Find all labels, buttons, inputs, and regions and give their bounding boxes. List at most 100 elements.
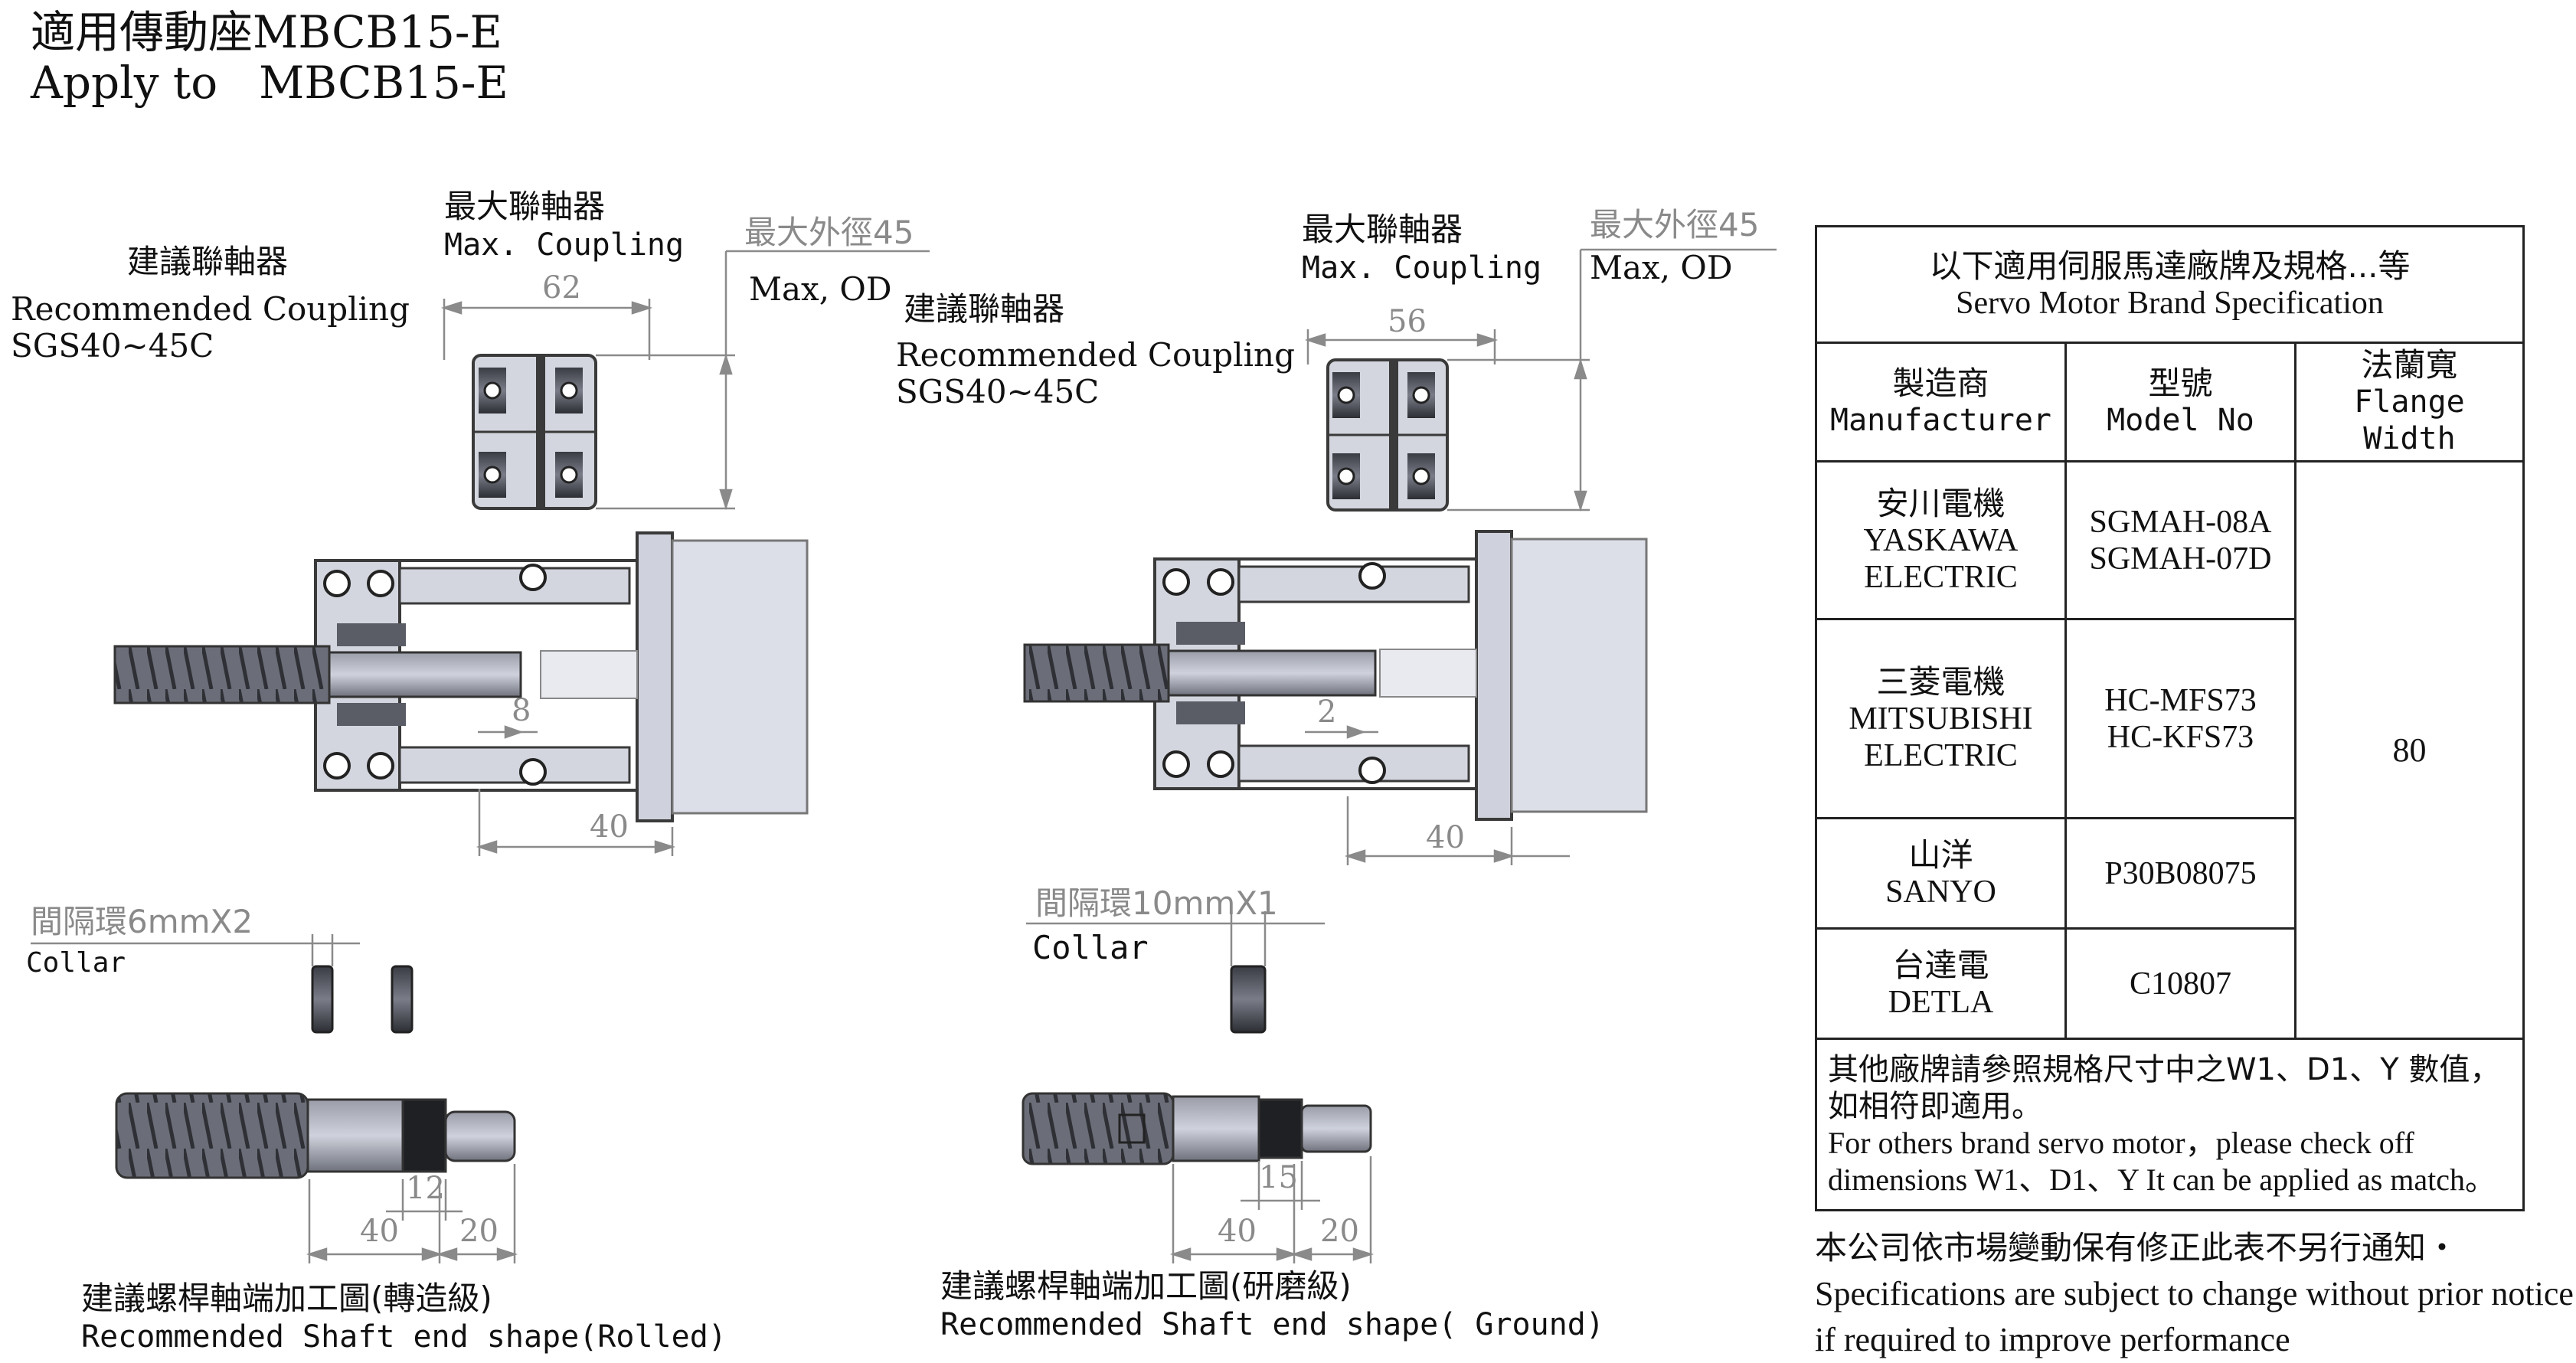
servo-motor-spec-table: 以下適用伺服馬達廠牌及規格...等 Servo Motor Brand Spec… [1814, 225, 2525, 1211]
right-max-od-en: Max, OD [1590, 249, 1733, 286]
maker-en-2: ELECTRIC [1864, 559, 2018, 595]
maker-en: DETLA [1888, 984, 1994, 1020]
maker-cell: 台達電 DETLA [1815, 927, 2067, 1040]
left-motor [540, 531, 809, 822]
left-max-od-zh: 最大外徑45 [744, 214, 914, 251]
right-collar [1026, 911, 1325, 1034]
right-coupling [1326, 358, 1449, 512]
maker-cell: 山洋 SANYO [1815, 817, 2067, 930]
left-coupling [472, 354, 597, 510]
flange-width-cell: 80 [2293, 460, 2525, 1040]
maker-zh: 安川電機 [1876, 484, 2006, 522]
footer-zh: 本公司依市場變動保有修正此表不另行通知・ [1815, 1229, 2459, 1267]
right-dim-thread: 15 [1259, 1160, 1298, 1195]
table-row: 安川電機 YASKAWA ELECTRIC SGMAH-08A SGMAH-07… [1815, 460, 2525, 1040]
right-dim-flange: 40 [1426, 820, 1465, 855]
right-motor [1379, 530, 1648, 821]
right-rec-coupling-model: SGS40~45C [896, 373, 1100, 410]
header-manufacturer-en: Manufacturer [1830, 403, 2051, 438]
right-rec-coupling-zh: 建議聯軸器 [904, 290, 1065, 328]
left-assembly [31, 250, 930, 1263]
maker-en-2: ELECTRIC [1864, 737, 2018, 773]
left-rec-coupling-zh: 建議聯軸器 [127, 243, 289, 280]
header-flange-zh: 法蘭寬 [2361, 346, 2458, 384]
right-dim-coupling-length: 56 [1388, 304, 1427, 339]
right-shaft-end [1022, 1092, 1375, 1263]
left-max-coupling-en: Max. Coupling [444, 227, 685, 263]
right-caption-en: Recommended Shaft end shape( Ground) [940, 1307, 1604, 1342]
spec-note-en: For others brand servo motor，please chec… [1828, 1125, 2496, 1197]
spec-note-zh: 其他廠牌請參照規格尺寸中之W1、D1、Y 數值，如相符即適用。 [1828, 1051, 2501, 1124]
maker-cell: 三菱電機 MITSUBISHI ELECTRIC [1815, 618, 2067, 819]
left-caption-zh: 建議螺桿軸端加工圖(轉造級) [81, 1280, 492, 1317]
left-dim-coupling-length: 62 [542, 270, 581, 306]
model-1: HC-MFS73 [2104, 682, 2257, 718]
maker-cell: 安川電機 YASKAWA ELECTRIC [1815, 460, 2067, 620]
header-model: 型號 Model No [2064, 342, 2296, 463]
left-dim-flange: 40 [590, 809, 629, 845]
model-cell: C10807 [2064, 927, 2296, 1040]
footer-en-2: if required to improve performance [1815, 1321, 2290, 1358]
left-dim-shaft-b: 20 [459, 1214, 499, 1249]
model-1: C10807 [2129, 966, 2231, 1002]
spec-title-en: Servo Motor Brand Specification [1956, 285, 2384, 321]
left-shaft-end [115, 1092, 518, 1263]
header-model-en: Model No [2107, 403, 2254, 438]
right-dim-shaft-a: 40 [1218, 1214, 1257, 1249]
footer-en-1: Specifications are subject to change wit… [1815, 1275, 2574, 1312]
maker-en: SANYO [1885, 874, 1996, 910]
right-rec-coupling-en: Recommended Coupling [896, 336, 1295, 374]
header-manufacturer-zh: 製造商 [1892, 364, 1989, 402]
spec-title-zh: 以下適用伺服馬達廠牌及規格...等 [1929, 247, 2411, 285]
left-max-coupling-zh: 最大聯軸器 [444, 188, 606, 225]
right-assembly [1022, 248, 1777, 1263]
right-ball-screw [1023, 643, 1377, 703]
right-max-coupling-en: Max. Coupling [1302, 250, 1542, 286]
left-caption-en: Recommended Shaft end shape(Rolled) [81, 1319, 727, 1355]
right-dim-shaft-b: 20 [1320, 1214, 1359, 1249]
right-max-coupling-zh: 最大聯軸器 [1302, 211, 1463, 248]
spec-note: 其他廠牌請參照規格尺寸中之W1、D1、Y 數值，如相符即適用。 For othe… [1814, 1038, 2525, 1211]
model-2: HC-KFS73 [2107, 719, 2254, 755]
model-1: P30B08075 [2104, 855, 2257, 891]
maker-zh: 山洋 [1908, 835, 1973, 874]
left-dim-gap: 8 [512, 693, 531, 728]
left-dim-thread: 12 [406, 1171, 445, 1206]
right-caption-zh: 建議螺桿軸端加工圖(研磨級) [940, 1267, 1352, 1305]
maker-en: YASKAWA [1863, 522, 2019, 558]
table-row: 山洋 SANYO P30B08075 [1815, 817, 2524, 930]
left-collar-zh: 間隔環6mmX2 [31, 903, 253, 940]
right-dimension-lines [1304, 248, 1777, 865]
page-title-en-prefix: Apply to [31, 57, 218, 109]
left-max-od-en: Max, OD [749, 270, 892, 308]
page-title-zh: 適用傳動座MBCB15-E [31, 6, 502, 58]
model-cell: HC-MFS73 HC-KFS73 [2064, 618, 2296, 819]
header-flange-width: 法蘭寬 Flange Width [2293, 342, 2525, 463]
left-rec-coupling-en: Recommended Coupling [11, 290, 410, 328]
maker-zh: 三菱電機 [1876, 662, 2006, 701]
left-ball-screw [113, 645, 522, 704]
model-cell: P30B08075 [2064, 817, 2296, 930]
right-collar-en: Collar [1032, 929, 1149, 966]
header-flange-en: Flange Width [2354, 384, 2465, 456]
right-dim-gap: 2 [1317, 695, 1337, 730]
left-rec-coupling-model: SGS40~45C [11, 327, 214, 364]
table-row: 三菱電機 MITSUBISHI ELECTRIC HC-MFS73 HC-KFS… [1815, 618, 2524, 819]
footer-notice: 本公司依市場變動保有修正此表不另行通知・ Specifications are … [1815, 1225, 2574, 1363]
header-manufacturer: 製造商 Manufacturer [1815, 342, 2067, 463]
maker-zh: 台達電 [1892, 946, 1989, 984]
maker-en: MITSUBISHI [1849, 701, 2033, 737]
page-title-en-model: MBCB15-E [259, 57, 508, 109]
right-max-od-zh: 最大外徑45 [1590, 206, 1760, 244]
model-2: SGMAH-07D [2089, 541, 2272, 577]
left-collar-en: Collar [26, 947, 126, 979]
header-model-zh: 型號 [2148, 364, 2213, 402]
right-collar-zh: 間隔環10mmX1 [1035, 884, 1278, 922]
table-row: 台達電 DETLA C10807 [1815, 927, 2524, 1040]
model-1: SGMAH-08A [2089, 504, 2272, 540]
left-dim-shaft-a: 40 [360, 1214, 399, 1249]
left-dimension-lines [440, 250, 930, 856]
model-cell: SGMAH-08A SGMAH-07D [2064, 460, 2296, 620]
left-collars [31, 934, 414, 1034]
